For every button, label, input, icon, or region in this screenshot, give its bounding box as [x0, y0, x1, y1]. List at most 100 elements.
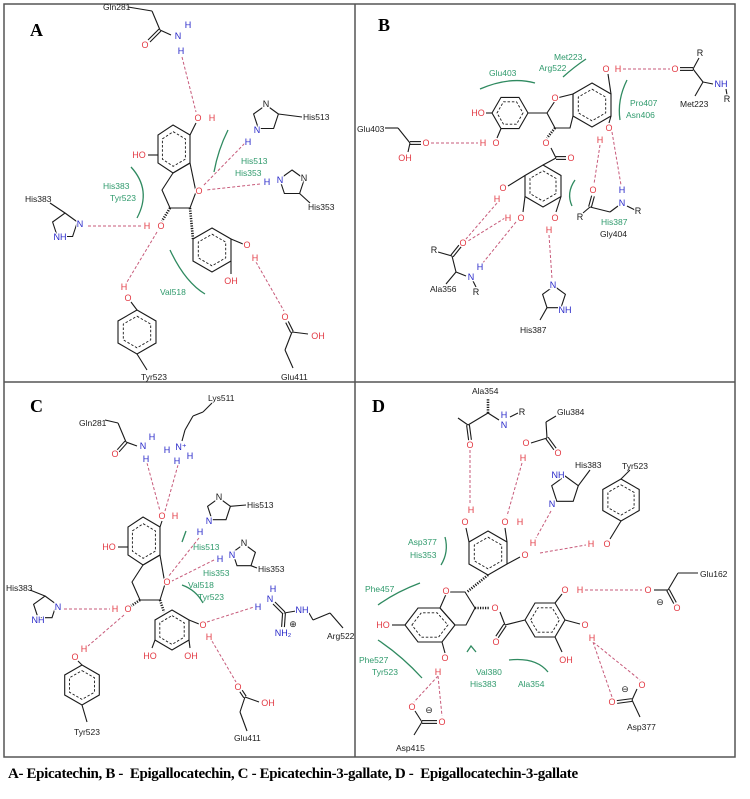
atom-label: H: [144, 221, 151, 231]
aromatic-ring-marker: [197, 233, 227, 267]
residue-label: His383: [575, 460, 602, 470]
atom-label: O: [461, 517, 468, 527]
hydrogen-bond: [167, 537, 200, 578]
double-bond: [545, 438, 555, 451]
atom-label: O: [243, 240, 250, 250]
hydrogen-bond: [171, 559, 215, 582]
hydrophobic-contact-arc: [568, 179, 576, 207]
hydrophobic-contact-arc: [130, 166, 144, 219]
contact-residue-label: Val518: [160, 287, 186, 297]
atom-label: O: [673, 603, 680, 613]
bond: [441, 641, 446, 654]
bond: [607, 73, 612, 95]
bond: [151, 639, 156, 649]
imidazole-ring: [231, 543, 257, 567]
bond: [125, 441, 138, 447]
aromatic-ring-marker: [131, 523, 156, 559]
imidazole-ring: [51, 212, 79, 238]
atom-label: R: [577, 212, 584, 222]
bond: [487, 412, 500, 421]
atom-label: O: [608, 697, 615, 707]
imidazole-ring: [541, 285, 567, 309]
atom-label: O: [561, 585, 568, 595]
atom-label: OH: [559, 655, 573, 665]
residue-label: Lys511: [208, 393, 235, 403]
bond: [694, 81, 704, 97]
contact-residue-label: Phe527: [359, 655, 389, 665]
atom-label: O: [671, 64, 678, 74]
double-bond: [274, 601, 286, 613]
imidazole-ring: [252, 104, 280, 130]
contact-residue-label: Pro407: [630, 98, 658, 108]
bond: [413, 721, 423, 736]
hydrogen-bond: [181, 56, 197, 113]
bond: [239, 696, 246, 713]
bond: [631, 699, 641, 718]
bond: [496, 128, 502, 139]
atom-label: N: [140, 441, 147, 451]
atom-label: N: [175, 31, 182, 41]
atom-label: N: [550, 280, 557, 290]
bond: [555, 196, 562, 213]
contact-residue-label: Asp377: [408, 537, 437, 547]
imidazole-ring: [32, 595, 58, 619]
double-bond: [617, 700, 633, 704]
bond: [609, 205, 619, 213]
hydrophobic-contact-arc: [181, 530, 187, 543]
double-bond: [590, 196, 595, 208]
double-bond: [287, 321, 294, 332]
residue-label: Ala356: [430, 284, 457, 294]
aromatic-ring-marker: [411, 612, 449, 638]
atom-label: O: [408, 702, 415, 712]
atom-label: O: [441, 653, 448, 663]
double-bond: [285, 322, 292, 333]
atom-label: O: [551, 93, 558, 103]
bond: [188, 619, 200, 625]
atom-label: ⊖: [621, 684, 629, 694]
contact-residue-label: Tyr523: [198, 592, 224, 602]
atom-label: H: [245, 137, 252, 147]
panel-frames: [3, 3, 736, 758]
atom-label: HO: [102, 542, 116, 552]
bond: [725, 88, 728, 96]
bond: [692, 68, 704, 83]
atom-label: N: [619, 198, 626, 208]
bond: [692, 57, 700, 70]
atom-label: H: [477, 262, 484, 272]
bond: [631, 688, 638, 701]
atom-label: H: [501, 410, 508, 420]
bond: [159, 520, 163, 528]
double-bond: [241, 689, 247, 697]
hydrogen-bond: [211, 640, 237, 683]
atom-label: O: [602, 64, 609, 74]
atom-label: H: [255, 602, 262, 612]
atom-label: H: [577, 585, 584, 595]
atom-label: O: [492, 637, 499, 647]
residue-label: His353: [308, 202, 335, 212]
double-bond: [466, 425, 470, 441]
atom-label: H: [121, 282, 128, 292]
bond: [407, 142, 411, 153]
atom-label: R: [635, 206, 642, 216]
bond: [117, 422, 127, 443]
hydrophobic-contact-arc: [466, 644, 477, 653]
atom-label: OH: [184, 651, 198, 661]
hydrogen-bond: [539, 544, 587, 554]
aromatic-ring-marker: [69, 670, 95, 700]
bond: [499, 611, 506, 626]
atom-label: O: [517, 213, 524, 223]
stereo-bond: [130, 598, 141, 608]
contact-residue-label: Val380: [476, 667, 502, 677]
atom-label: H: [149, 432, 156, 442]
bond: [250, 565, 258, 569]
contact-residue-label: His513: [193, 542, 220, 552]
atom-label: H: [619, 185, 626, 195]
atom-label: H: [174, 456, 181, 466]
contact-residue-label: Phe457: [365, 584, 395, 594]
bond: [507, 175, 526, 187]
bond: [609, 520, 622, 540]
figure-caption: A- Epicatechin, B - Epigallocatechin, C …: [8, 766, 578, 782]
bond: [397, 127, 411, 144]
atom-label: O: [499, 183, 506, 193]
atom-label: OH: [224, 276, 238, 286]
